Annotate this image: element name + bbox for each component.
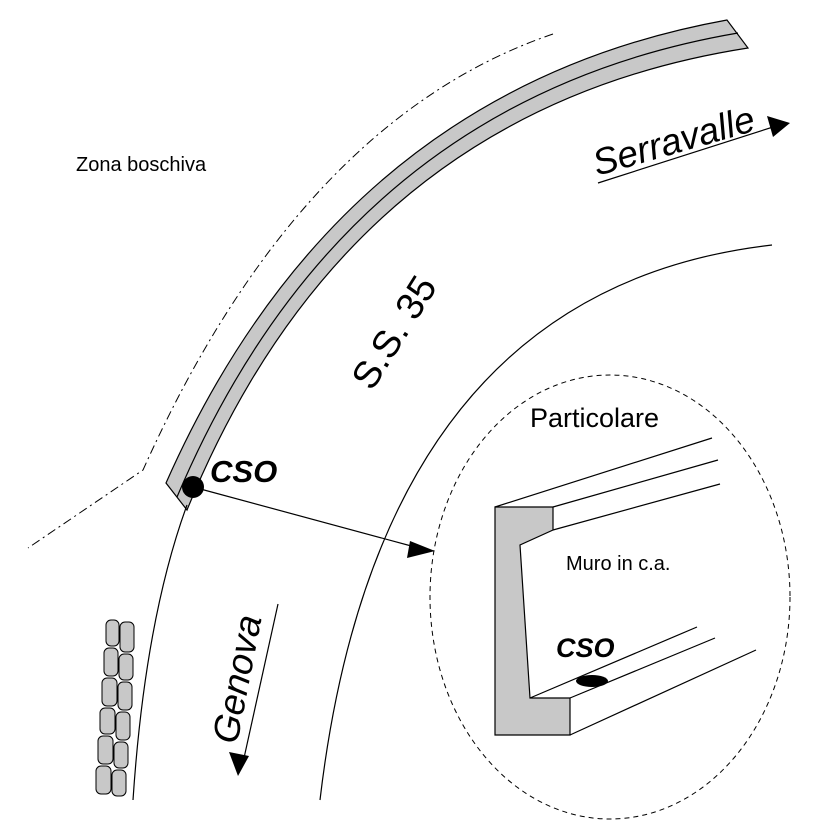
leader-arrowhead	[407, 541, 435, 558]
detail-cso-sensor	[576, 675, 608, 687]
road-right-edge	[319, 244, 773, 801]
serravalle-arrow-shaft	[597, 126, 774, 184]
road-left-edge	[132, 504, 188, 801]
detail-perspective-lines	[494, 437, 757, 736]
serravalle-arrowhead	[767, 116, 790, 137]
retaining-wall-band	[165, 19, 750, 512]
forest-boundary-line	[27, 33, 554, 549]
cso-detail-label: CSO	[556, 633, 615, 663]
cso-main-label: CSO	[210, 454, 277, 489]
forest-zone-label: Zona boschiva	[76, 154, 207, 176]
genova-label: Genova	[205, 611, 270, 746]
genova-arrowhead	[229, 752, 249, 776]
genova-arrow-shaft	[243, 603, 279, 759]
stone-wall	[95, 619, 135, 797]
detail-wall-section	[494, 506, 571, 736]
road-name-label: S.S. 35	[344, 269, 446, 397]
detail-title-label: Particolare	[530, 403, 659, 433]
wall-label: Muro in c.a.	[566, 553, 670, 575]
serravalle-label: Serravalle	[588, 98, 759, 183]
retaining-wall-inner-line	[176, 32, 739, 498]
leader-line	[192, 486, 416, 548]
detail-callout-circle	[429, 374, 791, 820]
